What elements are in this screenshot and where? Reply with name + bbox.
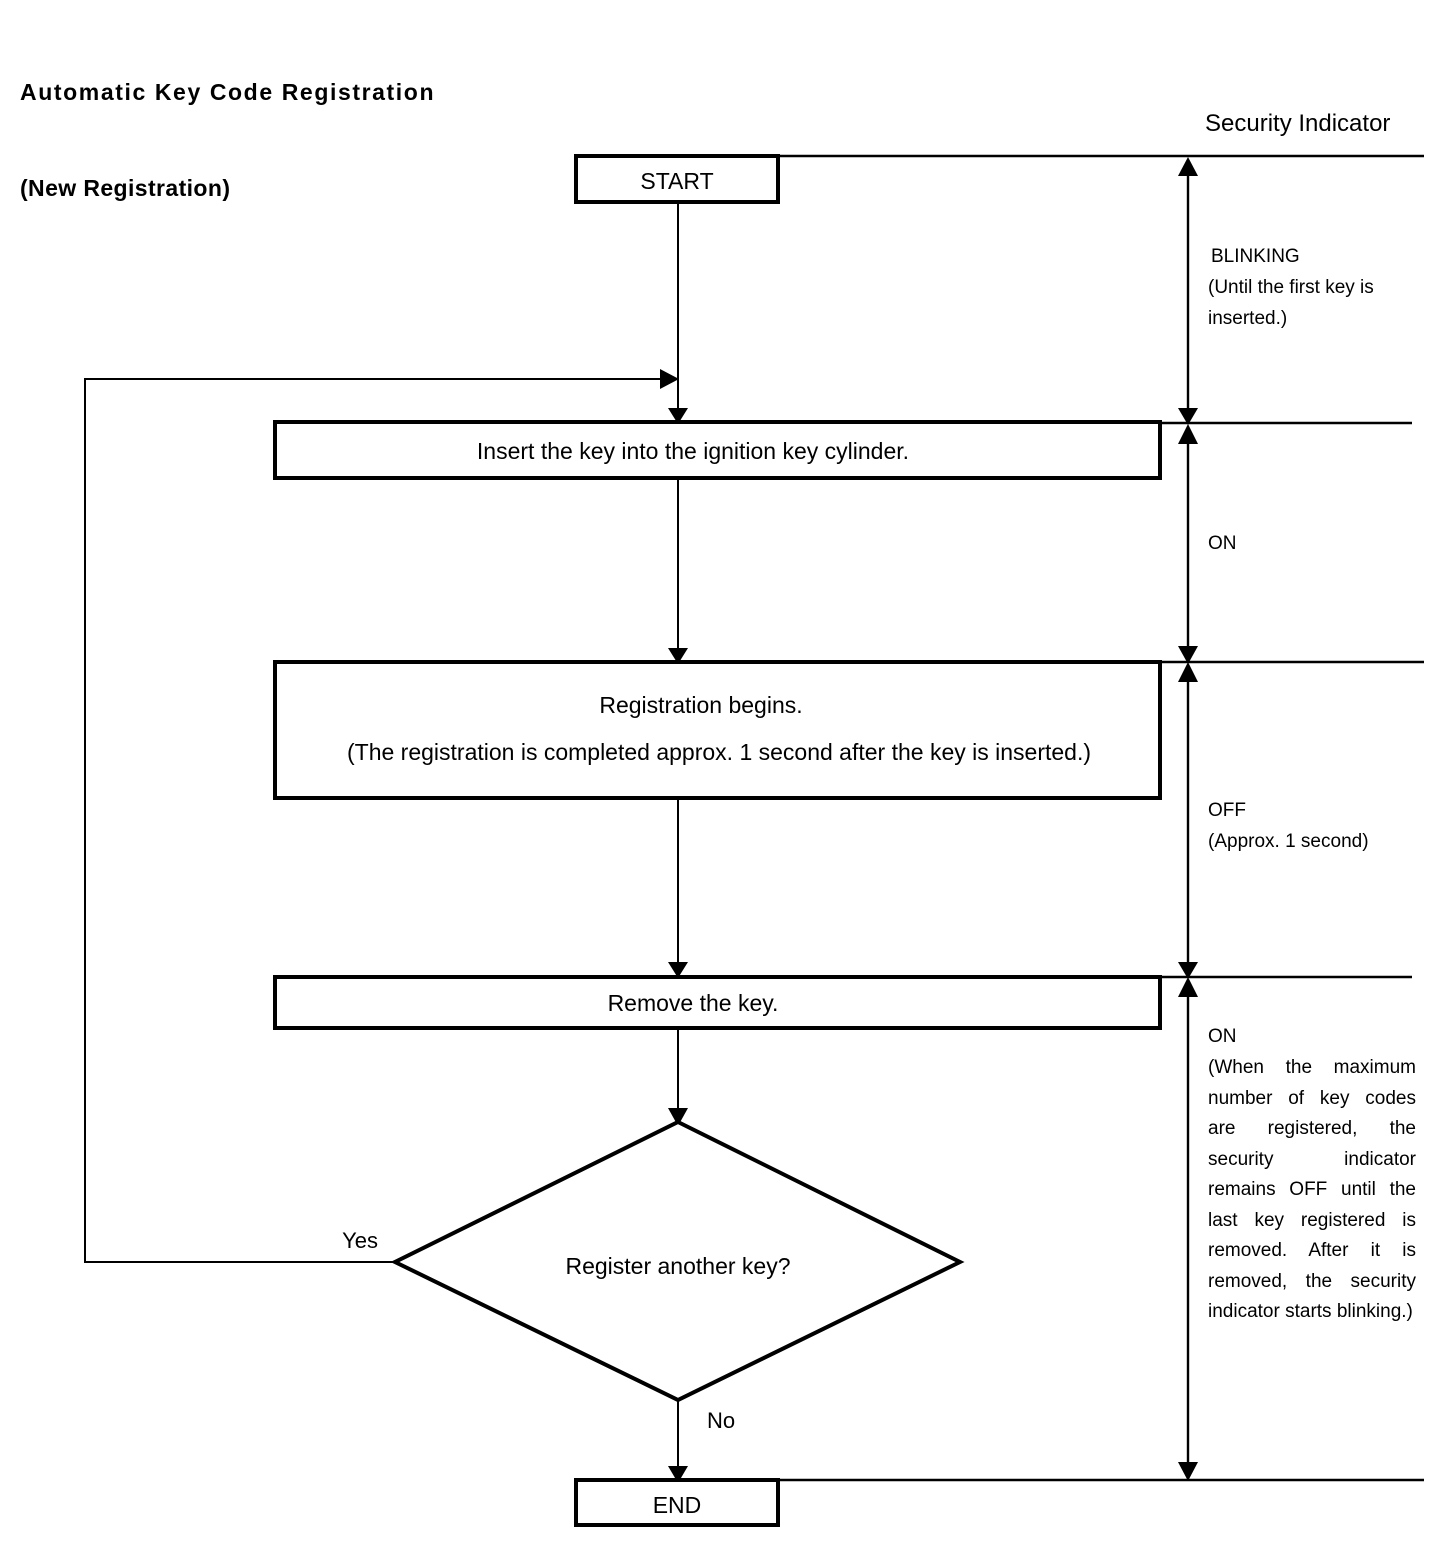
phase-span-on1-arrow-top	[1178, 424, 1198, 444]
insert-key-node-label: Insert the key into the ignition key cyl…	[477, 438, 909, 464]
phase-blinking-state: BLINKING	[1211, 246, 1300, 267]
registration-node[interactable]	[273, 660, 1162, 800]
end-node[interactable]	[574, 1478, 780, 1527]
insert-key-node[interactable]	[273, 420, 1162, 480]
security-indicator-heading: Security Indicator	[1205, 110, 1391, 137]
phase-on-2-state: ON	[1208, 1026, 1237, 1047]
phase-span-on2-arrow-top	[1178, 977, 1198, 997]
arrowhead-into-remove-key	[668, 962, 688, 978]
end-node-label: END	[653, 1492, 702, 1518]
start-node-label: START	[640, 168, 713, 194]
edge-label-no: No	[707, 1408, 735, 1433]
remove-key-node-fill	[275, 977, 1160, 1028]
end-node-fill	[576, 1480, 778, 1525]
arrowhead-yes-loop-junction	[660, 369, 679, 389]
phase-blinking-note: (Until the first key is inserted.)	[1208, 277, 1374, 329]
insert-key-node-fill	[275, 422, 1160, 478]
page-title-line-1: Automatic Key Code Registration	[20, 79, 436, 105]
page-title: Automatic Key Code Registration (New Reg…	[20, 12, 435, 268]
edge-label-yes: Yes	[342, 1228, 378, 1253]
phase-span-off-arrow-top	[1178, 662, 1198, 682]
phase-span-blinking-arrow-bottom	[1178, 408, 1198, 425]
phase-span-on1-arrow-bottom	[1178, 646, 1198, 664]
decision-node[interactable]	[390, 1119, 965, 1403]
start-node[interactable]	[574, 154, 780, 204]
page-title-line-2: (New Registration)	[20, 175, 231, 201]
remove-key-node[interactable]	[273, 975, 1162, 1030]
arrowhead-into-end	[668, 1466, 688, 1483]
connector-yes-loop	[84, 378, 662, 1263]
remove-key-node-label: Remove the key.	[608, 990, 779, 1016]
decision-node-label: Register another key?	[565, 1253, 790, 1279]
phase-on-2-note: (When the maximum number of key codes ar…	[1208, 1057, 1422, 1322]
phase-on-1-state: ON	[1208, 533, 1237, 554]
phase-span-off-arrow-bottom	[1178, 962, 1198, 979]
registration-node-label-line-1: Registration begins.	[599, 692, 802, 718]
arrowhead-into-decision	[668, 1108, 688, 1126]
start-node-fill	[576, 156, 778, 202]
registration-node-label-line-2: (The registration is completed approx. 1…	[347, 739, 1091, 765]
arrowhead-into-registration	[668, 648, 688, 664]
registration-node-fill	[275, 662, 1160, 798]
phase-span-on2-arrow-bottom	[1178, 1462, 1198, 1481]
phase-off-note: (Approx. 1 second)	[1208, 831, 1369, 852]
arrowhead-into-insert-key	[668, 408, 688, 424]
phase-span-blinking-arrow-top	[1178, 157, 1198, 176]
phase-off-state: OFF	[1208, 800, 1246, 821]
